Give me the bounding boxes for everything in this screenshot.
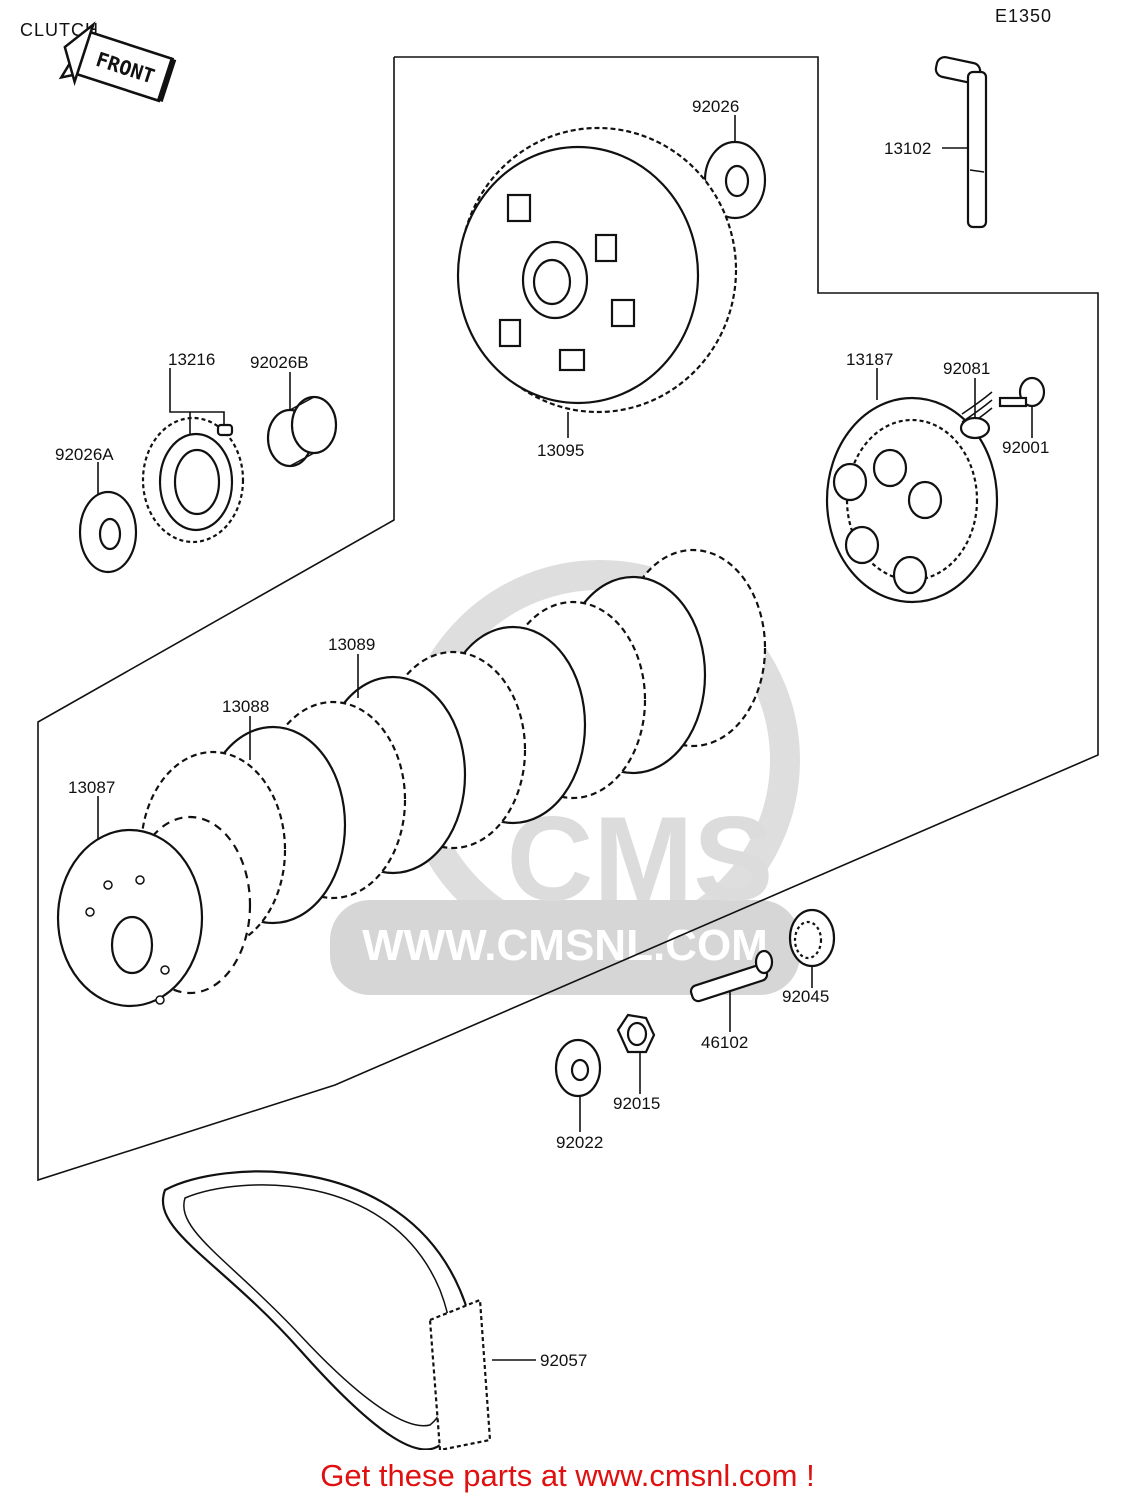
part-13087-clutch-hub [56,815,252,1008]
part-13095-clutch-housing [456,126,738,414]
part-92057-chain [162,1170,492,1450]
label-13102: 13102 [884,139,931,158]
watermark: WWW.CMSNL.COM CMS [330,560,800,995]
part-92026A-washer [78,490,138,574]
label-13089: 13089 [328,635,375,654]
diagram-code: E1350 [995,6,1052,26]
part-13216-gear [141,416,245,544]
label-92057: 92057 [540,1351,587,1370]
footer-promo-text[interactable]: Get these parts at www.cmsnl.com ! [320,1458,815,1493]
part-number-labels: 92026 13102 13216 92026B 92026A 13095 13… [55,97,1049,1370]
part-92045-bearing [788,908,836,968]
parts-diagram: WWW.CMSNL.COM CMS CLUTCH E1350 FRONT [20,6,1099,1450]
label-92015: 92015 [613,1094,660,1113]
label-92026A: 92026A [55,445,114,464]
label-46102: 46102 [701,1033,748,1052]
part-92015-nut [616,1013,656,1054]
label-13087: 13087 [68,778,115,797]
watermark-url: WWW.CMSNL.COM [362,921,768,970]
part-92022-washer [554,1038,602,1098]
part-13187-pressure-plate [825,396,999,604]
leader-lines [97,115,1033,1361]
part-92081-spring [959,391,993,440]
assembly-outline [37,56,1099,1182]
label-92081: 92081 [943,359,990,378]
front-arrow-icon: FRONT [58,21,177,103]
label-13088: 13088 [222,697,269,716]
label-92001: 92001 [1002,438,1049,457]
label-13187: 13187 [846,350,893,369]
part-92001-bolt [998,376,1046,408]
part-92026-washer [703,140,767,220]
label-13216: 13216 [168,350,215,369]
label-92026B: 92026B [250,353,309,372]
label-92022: 92022 [556,1133,603,1152]
label-13095: 13095 [537,441,584,460]
label-92045: 92045 [782,987,829,1006]
watermark-brand: CMS [507,792,774,926]
part-13102-lever [934,56,988,229]
part-92026B-bush [266,395,338,468]
label-92026: 92026 [692,97,739,116]
part-46102-push-rod [689,949,774,1003]
